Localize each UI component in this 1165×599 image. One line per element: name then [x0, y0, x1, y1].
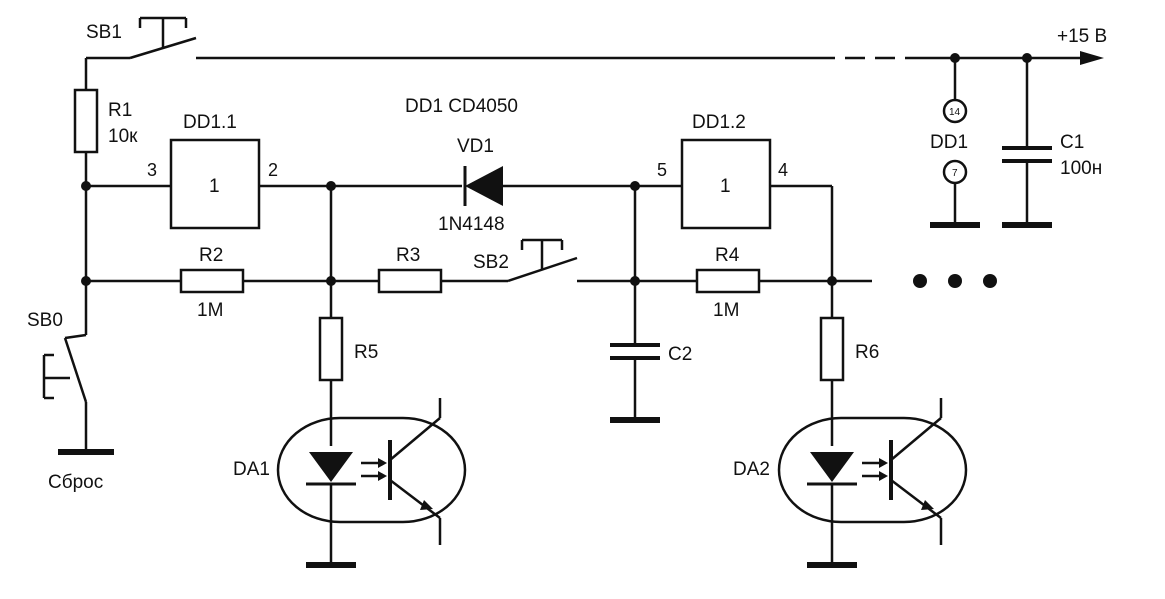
r5-resistor [318, 316, 344, 382]
supply-arrow [1080, 51, 1104, 65]
r1-resistor [73, 88, 99, 154]
c1-label: C1 [1060, 132, 1084, 153]
da1-optocoupler [276, 398, 467, 545]
pin-7-label: 7 [952, 168, 958, 179]
r2-label: R2 [199, 245, 223, 266]
dd1-2-gate [680, 138, 772, 230]
sb2-label: SB2 [473, 252, 509, 273]
dd1-2-label: DD1.2 [692, 112, 746, 133]
r4-label: R4 [715, 245, 740, 266]
dd1-power-label: DD1 [930, 132, 968, 153]
sb0-switch[interactable] [42, 333, 114, 455]
r3-label: R3 [396, 245, 420, 266]
r2-value: 1M [197, 300, 223, 321]
c1-value: 100н [1060, 158, 1102, 179]
pin-2-label: 2 [268, 160, 278, 180]
dd1-1-symbol: 1 [209, 176, 220, 197]
supply-label: +15 В [1057, 26, 1107, 47]
supply-rail [196, 51, 1104, 65]
dd1-2-symbol: 1 [720, 176, 731, 197]
vd1-diode [463, 166, 503, 206]
c2-label: C2 [668, 344, 692, 365]
pin-14-marker [942, 98, 968, 124]
sb0-label: SB0 [27, 310, 63, 331]
vd1-label: VD1 [457, 136, 494, 157]
dd1-1-gate [169, 138, 261, 230]
chip-label: DD1 CD4050 [405, 96, 518, 117]
sb1-switch[interactable] [86, 16, 197, 60]
pin-14-label: 14 [949, 107, 961, 118]
r1-value: 10к [108, 126, 138, 147]
sb1-label: SB1 [86, 22, 122, 43]
reset-label: Сброс [48, 472, 103, 493]
r1-label: R1 [108, 100, 132, 121]
r4-value: 1M [713, 300, 739, 321]
continuation-dot [913, 274, 927, 288]
r6-label: R6 [855, 342, 879, 363]
r3-resistor [377, 268, 443, 294]
sb2-switch[interactable] [507, 238, 578, 283]
r6-resistor [819, 316, 845, 382]
continuation-dot [983, 274, 997, 288]
pin-5-label: 5 [657, 160, 667, 180]
da2-optocoupler [777, 398, 968, 545]
pin-4-label: 4 [778, 160, 788, 180]
r4-resistor [695, 268, 761, 294]
dd1-1-label: DD1.1 [183, 112, 237, 133]
pin-3-label: 3 [147, 160, 157, 180]
continuation-dot [948, 274, 962, 288]
da2-label: DA2 [733, 459, 770, 480]
vd1-part: 1N4148 [438, 214, 505, 235]
r5-label: R5 [354, 342, 378, 363]
r2-resistor [179, 268, 245, 294]
da1-label: DA1 [233, 459, 270, 480]
